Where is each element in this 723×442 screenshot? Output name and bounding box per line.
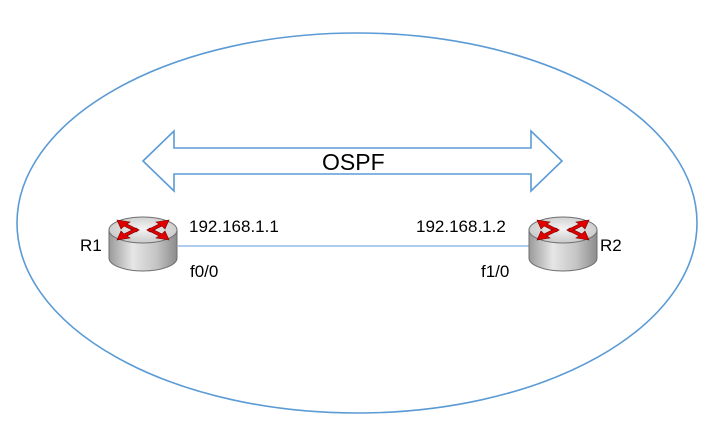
router-r1-ip: 192.168.1.1 bbox=[189, 217, 279, 236]
router-r1-name: R1 bbox=[80, 236, 102, 255]
router-r1-interface: f0/0 bbox=[190, 262, 219, 281]
router-r2-ip: 192.168.1.2 bbox=[416, 217, 506, 236]
router-r2-name: R2 bbox=[600, 236, 622, 255]
ospf-adjacency-arrow bbox=[141, 129, 564, 193]
router-r2-interface: f1/0 bbox=[481, 262, 510, 281]
router-r1-icon bbox=[108, 216, 178, 272]
router-r2-icon bbox=[528, 216, 598, 272]
protocol-label: OSPF bbox=[322, 149, 385, 175]
ospf-area-boundary bbox=[16, 32, 698, 414]
